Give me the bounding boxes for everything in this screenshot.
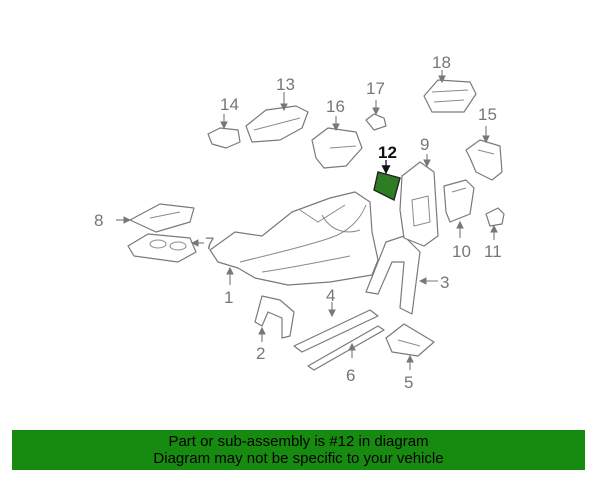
info-banner: Part or sub-assembly is #12 in diagram D… bbox=[12, 430, 585, 470]
callout-6: 6 bbox=[346, 366, 355, 385]
part-7-cup-holder bbox=[127, 233, 197, 263]
part-10-bin bbox=[443, 179, 475, 223]
callout-13: 13 bbox=[276, 75, 295, 94]
callout-2: 2 bbox=[256, 344, 265, 363]
callout-4: 4 bbox=[326, 286, 335, 305]
part-4-trim-strip bbox=[293, 309, 379, 353]
part-15-bracket bbox=[465, 139, 503, 181]
callout-10: 10 bbox=[452, 242, 471, 261]
callout-3: 3 bbox=[440, 273, 449, 292]
part-16-storage-box bbox=[311, 127, 363, 169]
part-6-rail bbox=[307, 325, 385, 371]
banner-line-1: Part or sub-assembly is #12 in diagram bbox=[168, 433, 429, 450]
part-14-latch bbox=[207, 127, 241, 149]
callout-16: 16 bbox=[326, 97, 345, 116]
part-8-tray bbox=[129, 203, 195, 233]
part-17-clip bbox=[365, 113, 387, 131]
part-3-side-panel bbox=[365, 235, 421, 315]
part-11-clip bbox=[485, 207, 505, 227]
callout-15: 15 bbox=[478, 105, 497, 124]
parts-diagram: 1 2 3 4 5 6 7 8 bbox=[94, 53, 505, 392]
part-13-armrest bbox=[245, 105, 309, 143]
part-5-cover bbox=[385, 323, 435, 357]
callout-5: 5 bbox=[404, 373, 413, 392]
part-2-bracket bbox=[254, 295, 295, 339]
callout-7: 7 bbox=[205, 234, 214, 253]
callout-1: 1 bbox=[224, 288, 233, 307]
callout-12: 12 bbox=[378, 143, 397, 162]
callout-8: 8 bbox=[94, 211, 103, 230]
banner-line-2: Diagram may not be specific to your vehi… bbox=[153, 450, 444, 467]
part-9-panel bbox=[399, 161, 439, 247]
part-18-control-module bbox=[423, 79, 477, 113]
callout-18: 18 bbox=[432, 53, 451, 72]
callout-11: 11 bbox=[484, 242, 502, 261]
callout-9: 9 bbox=[420, 135, 429, 154]
callout-17: 17 bbox=[366, 79, 385, 98]
part-12-highlighted bbox=[373, 171, 401, 202]
callout-14: 14 bbox=[220, 95, 239, 114]
part-1-console bbox=[209, 191, 379, 286]
